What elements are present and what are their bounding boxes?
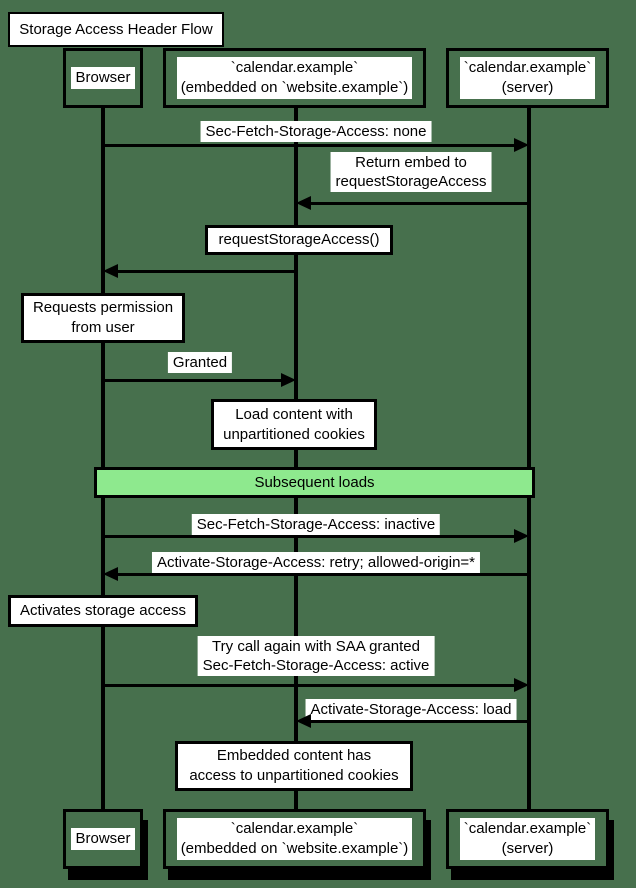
message-label-activate-retry: Activate-Storage-Access: retry; allowed-…: [151, 552, 481, 573]
note-requests-permission-line2: from user: [71, 319, 135, 336]
message-line-activate-load: [309, 720, 529, 723]
server-lifeline: [527, 108, 531, 809]
message-line-activate-retry: [116, 573, 529, 576]
note-load-content-line2: unpartitioned cookies: [223, 425, 365, 443]
note-embedded-content-line1: Embedded content has: [216, 747, 372, 764]
participant-server-top: `calendar.example` (server): [446, 48, 609, 108]
message-label-activate-load: Activate-Storage-Access: load: [305, 699, 517, 720]
participant-server-bottom-line2: (server): [501, 840, 554, 857]
message-line-sec-fetch-inactive: [103, 535, 514, 538]
embed-lifeline: [294, 108, 298, 809]
participant-server-label-line1: `calendar.example`: [463, 59, 592, 76]
participant-server-bottom-line1: `calendar.example`: [463, 820, 592, 837]
participant-browser-bottom-label: Browser: [71, 828, 135, 850]
message-line-try-again: [103, 684, 514, 687]
message-line-granted: [103, 379, 282, 382]
participant-embed-bottom-label: `calendar.example` (embedded on `website…: [176, 818, 413, 860]
participant-server-bottom: `calendar.example` (server): [446, 809, 609, 869]
message-label-sec-fetch-inactive: Sec-Fetch-Storage-Access: inactive: [191, 514, 441, 535]
note-requests-permission-line1: Requests permission: [32, 299, 174, 316]
note-request-storage-access: requestStorageAccess(): [205, 225, 393, 255]
subsequent-loads-band: Subsequent loads: [94, 467, 535, 498]
participant-embed-bottom-line2: (embedded on `website.example`): [180, 840, 409, 857]
participant-embed-label-line1: `calendar.example`: [230, 59, 359, 76]
note-load-content: Load content with unpartitioned cookies: [211, 399, 377, 450]
arrowhead-right: [281, 373, 296, 387]
arrowhead-left: [296, 714, 311, 728]
arrowhead-left: [103, 567, 118, 581]
note-activates-storage: Activates storage access: [8, 595, 198, 627]
diagram-title-text: Storage Access Header Flow: [19, 21, 213, 38]
message-line-embed-to-browser: [116, 270, 296, 273]
diagram-title: Storage Access Header Flow: [8, 12, 224, 47]
message-label-return-embed: Return embed to requestStorageAccess: [330, 152, 492, 192]
arrowhead-left: [103, 264, 118, 278]
note-activates-storage-text: Activates storage access: [20, 602, 186, 619]
note-request-storage-access-text: requestStorageAccess(): [218, 231, 380, 248]
subsequent-loads-band-text: Subsequent loads: [254, 474, 375, 491]
message-label-granted: Granted: [167, 352, 233, 373]
arrowhead-right: [514, 678, 529, 692]
participant-server-label: `calendar.example` (server): [459, 57, 596, 99]
participant-embed-label: `calendar.example` (embedded on `website…: [176, 57, 413, 99]
participant-embed-bottom-line1: `calendar.example`: [230, 820, 359, 837]
message-label-return-embed-line1: Return embed to: [355, 154, 467, 171]
arrowhead-left: [296, 196, 311, 210]
participant-server-label-line2: (server): [501, 79, 554, 96]
arrowhead-right: [514, 529, 529, 543]
browser-lifeline: [101, 108, 105, 809]
participant-embed-label-line2: (embedded on `website.example`): [180, 79, 409, 96]
message-line-sec-fetch-none: [103, 144, 514, 147]
note-embedded-content-line2: access to unpartitioned cookies: [189, 767, 399, 784]
arrowhead-right: [514, 138, 529, 152]
message-label-sec-fetch-none: Sec-Fetch-Storage-Access: none: [200, 121, 432, 142]
message-label-try-again-line2: Sec-Fetch-Storage-Access: active: [202, 657, 430, 674]
participant-server-bottom-label: `calendar.example` (server): [459, 818, 596, 860]
participant-browser-bottom: Browser: [63, 809, 143, 869]
message-label-try-again: Try call again with SAA granted Sec-Fetc…: [197, 636, 435, 676]
note-embedded-content: Embedded content has access to unpartiti…: [175, 741, 413, 791]
note-requests-permission: Requests permission from user: [21, 293, 185, 343]
participant-browser-label: Browser: [71, 67, 135, 89]
message-line-return-embed: [309, 202, 529, 205]
participant-browser-top: Browser: [63, 48, 143, 108]
message-label-return-embed-line2: requestStorageAccess: [335, 173, 487, 190]
message-label-try-again-line1: Try call again with SAA granted: [212, 638, 420, 655]
participant-embed-top: `calendar.example` (embedded on `website…: [163, 48, 426, 108]
note-load-content-line1: Load content with: [235, 405, 353, 423]
participant-embed-bottom: `calendar.example` (embedded on `website…: [163, 809, 426, 869]
